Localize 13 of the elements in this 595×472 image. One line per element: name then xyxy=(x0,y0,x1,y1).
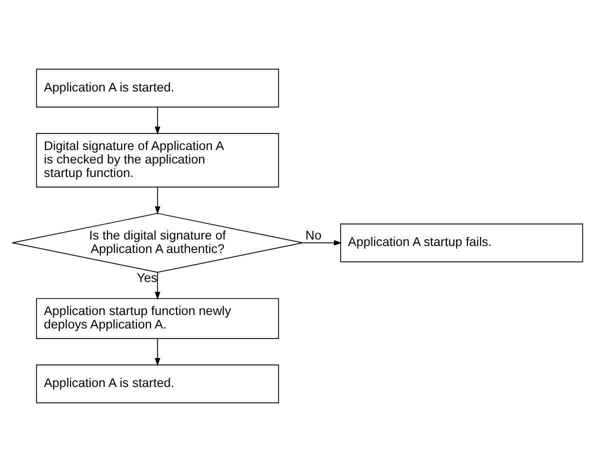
node-box: Application A startup fails. xyxy=(340,223,584,262)
arrow xyxy=(154,106,160,135)
node-diamond: Is the digital signature of Application A authentic? xyxy=(12,212,304,273)
arrow xyxy=(154,338,160,366)
arrow xyxy=(154,186,160,214)
node-box: Application A is started. xyxy=(36,364,279,404)
arrow xyxy=(302,240,342,246)
node-box: Application startup function newly deploys Application A. xyxy=(36,298,279,340)
edge-label: No xyxy=(305,228,322,242)
arrow xyxy=(154,272,160,300)
node-box: Application A is started. xyxy=(36,68,279,108)
node-box: Digital signature of Application A is checked by the application startup function. xyxy=(36,132,279,188)
edge-label: Yes xyxy=(136,270,158,285)
